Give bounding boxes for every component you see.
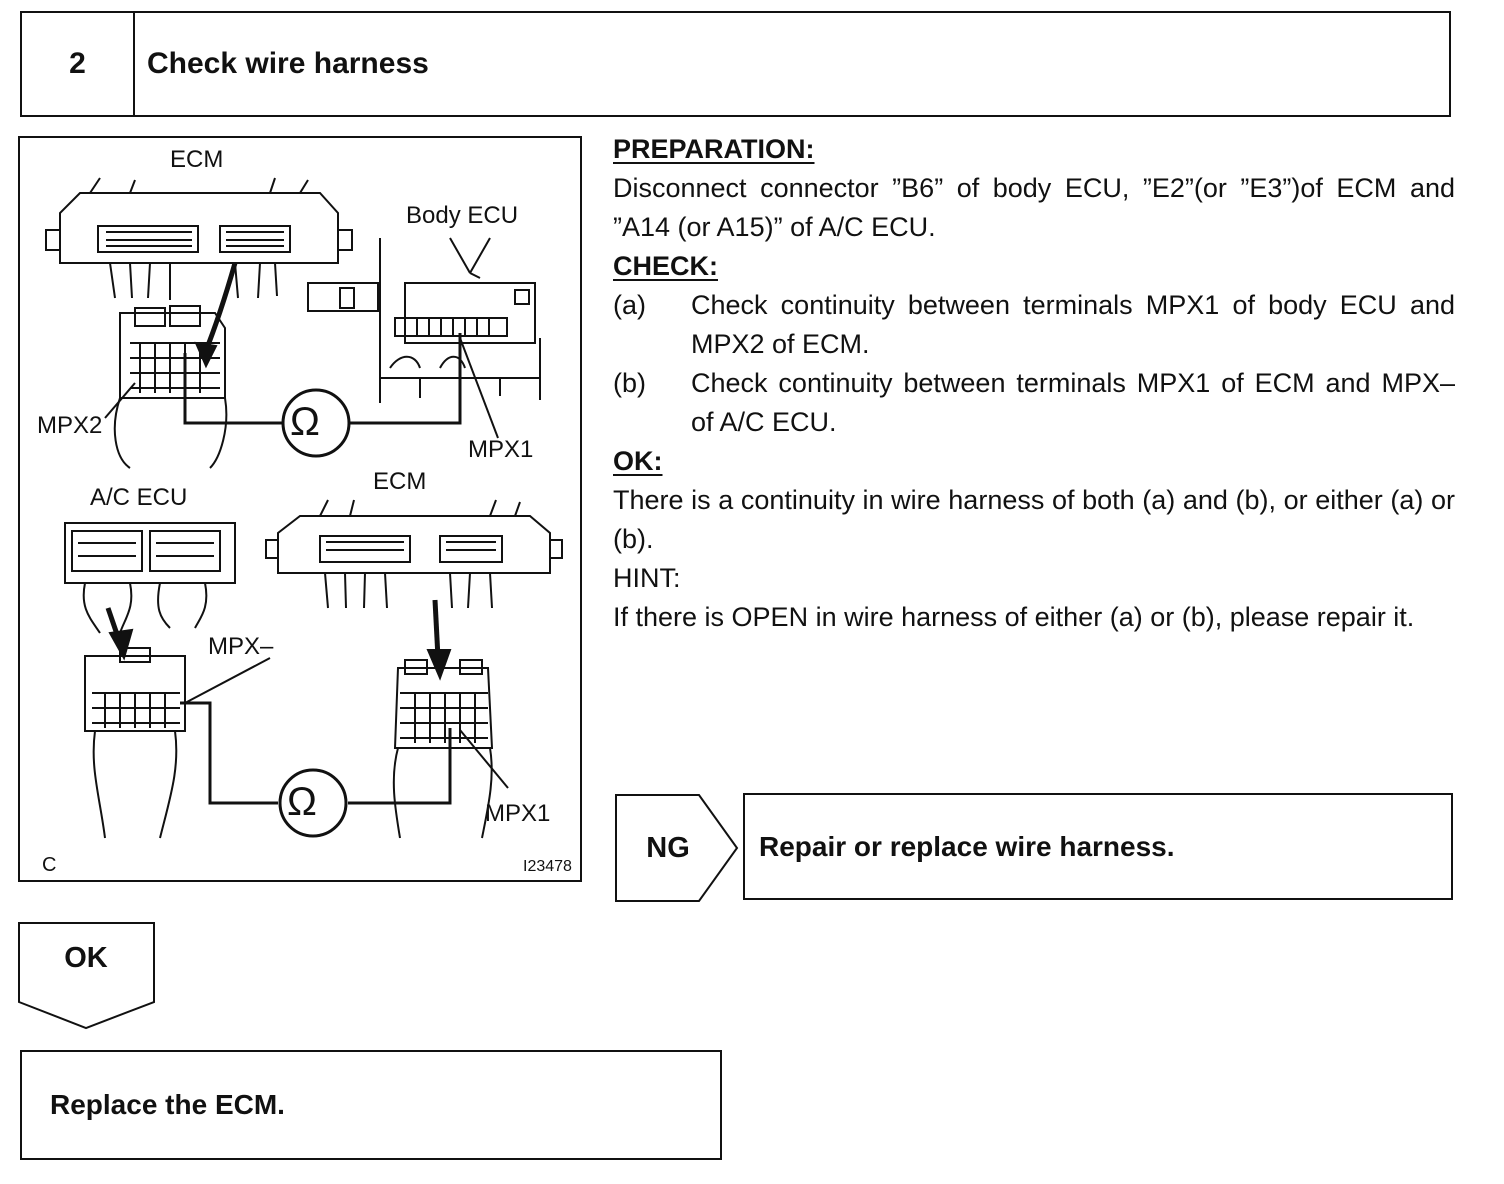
wiring-diagram-illustration xyxy=(45,177,563,839)
ac-connector-mpx-minus-drawing xyxy=(84,647,186,839)
ecm-to-connector-arrow xyxy=(202,262,238,354)
preparation-heading: PREPARATION: xyxy=(613,134,815,164)
hint-label: HINT: xyxy=(613,563,681,593)
check-heading: CHECK: xyxy=(613,251,718,281)
check-item-a: (a) Check continuity between terminals M… xyxy=(613,286,1455,364)
mpx1-bottom-label: MPX1 xyxy=(485,800,551,827)
check-item-text: Check continuity between terminals MPX1 … xyxy=(691,368,1455,437)
mpx1-top-leader-line xyxy=(459,337,499,439)
wiring-diagram-figure: ECM Body ECU MPX2 MPX1 Ω A/C ECU ECM MPX… xyxy=(18,136,582,882)
step-title: Check wire harness xyxy=(147,47,429,80)
ok-heading: OK: xyxy=(613,446,663,476)
ng-result-box: Repair or replace wire harness. xyxy=(743,793,1453,900)
mpx-minus-label: MPX– xyxy=(208,633,274,660)
ohm-symbol-bottom: Ω xyxy=(287,780,317,824)
mpx1-top-label: MPX1 xyxy=(468,436,534,463)
instructions-panel: PREPARATION: Disconnect connector ”B6” o… xyxy=(613,130,1455,637)
ok-arrow-shape xyxy=(18,922,155,1030)
ecm-connector-mpx2-drawing xyxy=(113,305,228,469)
arrowhead-top xyxy=(194,341,218,369)
mpx2-label: MPX2 xyxy=(37,412,103,439)
body-ecu-label: Body ECU xyxy=(406,202,519,229)
ohm-symbol-top: Ω xyxy=(290,400,320,444)
arrowhead-ac xyxy=(108,628,134,661)
ecm-unit-bottom-drawing xyxy=(265,499,563,609)
ng-arrow-shape xyxy=(615,794,739,902)
ecm-top-label: ECM xyxy=(170,146,224,173)
check-item-letter: (a) xyxy=(613,290,646,320)
check-item-text: Check continuity between terminals MPX1 … xyxy=(691,290,1455,359)
step-number: 2 xyxy=(22,13,135,115)
arrowhead-bottom xyxy=(426,649,452,681)
ac-ecu-label: A/C ECU xyxy=(90,484,188,511)
ok-flow-arrow: OK xyxy=(18,922,156,1030)
ng-flow-arrow: NG xyxy=(615,794,739,902)
ok-label: OK xyxy=(64,942,108,974)
ecm-bottom-arrow xyxy=(432,599,441,659)
figure-corner-code: C xyxy=(42,854,57,876)
ac-ecu-drawing xyxy=(64,522,236,634)
mpx1-bottom-leader-line xyxy=(459,729,509,789)
ecm-unit-top-drawing xyxy=(45,177,353,300)
hint-text: If there is OPEN in wire harness of eith… xyxy=(613,602,1415,632)
body-ecu-drawing xyxy=(307,237,541,403)
check-item-letter: (b) xyxy=(613,368,646,398)
ok-result-box: Replace the ECM. xyxy=(20,1050,722,1160)
figure-id-label: I23478 xyxy=(523,858,572,875)
preparation-text: Disconnect connector ”B6” of body ECU, ”… xyxy=(613,173,1455,242)
ecm-connector-mpx1-drawing xyxy=(392,659,494,839)
ok-text: There is a continuity in wire harness of… xyxy=(613,485,1455,554)
check-item-b: (b) Check continuity between terminals M… xyxy=(613,364,1455,442)
mpx2-leader-line xyxy=(104,382,136,419)
mpx-minus-leader-line xyxy=(184,657,271,704)
ecm-bottom-label: ECM xyxy=(373,468,427,495)
ohmmeter-bottom-drawing xyxy=(180,701,452,838)
ohmmeter-top-drawing xyxy=(183,333,462,458)
ng-label: NG xyxy=(646,831,690,864)
step-header: 2 Check wire harness xyxy=(20,11,1451,117)
